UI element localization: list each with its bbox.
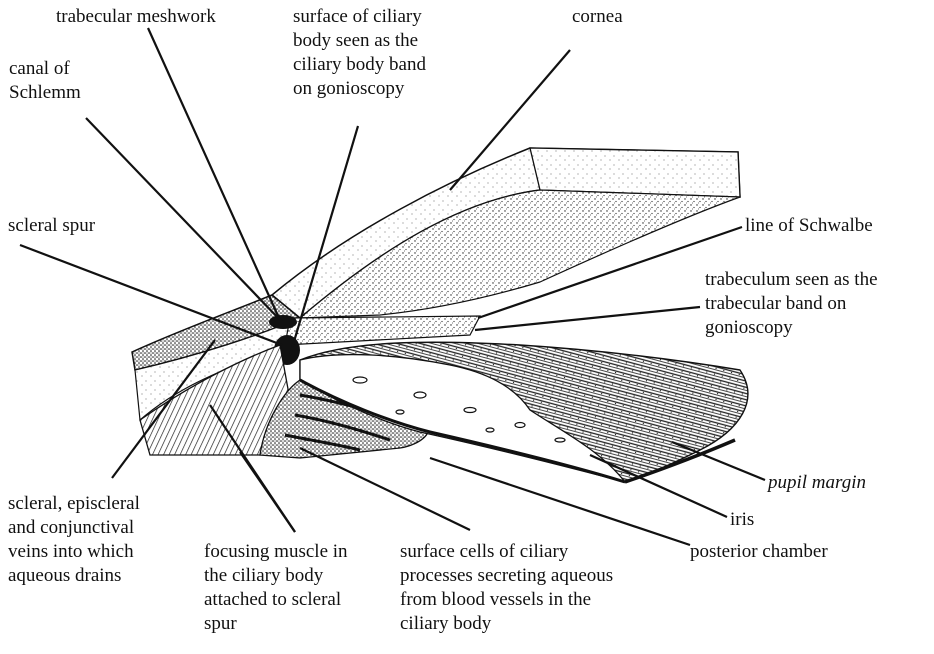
label-cornea: cornea — [572, 5, 623, 29]
label-trabeculum: trabeculum seen as the trabecular band o… — [705, 268, 878, 340]
label-ciliary-body-surface: surface of ciliary body seen as the cili… — [293, 5, 426, 101]
leader-scleral-spur — [20, 245, 282, 345]
leader-trabeculum — [475, 307, 700, 330]
cornea-endface — [530, 148, 740, 197]
canal-of-schlemm — [269, 315, 297, 329]
label-iris: iris — [730, 508, 754, 532]
label-posterior-chamber: posterior chamber — [690, 540, 828, 564]
label-pupil-margin: pupil margin — [768, 471, 866, 495]
leader-focusing-muscle-2 — [240, 452, 295, 532]
label-line-of-schwalbe: line of Schwalbe — [745, 214, 873, 238]
label-ciliary-processes: surface cells of ciliary processes secre… — [400, 540, 613, 636]
label-trabecular-meshwork: trabecular meshwork — [56, 5, 216, 29]
leader-canal-of-schlemm — [86, 118, 282, 322]
label-focusing-muscle: focusing muscle in the ciliary body atta… — [204, 540, 348, 636]
leader-ciliary-processes — [300, 448, 470, 530]
leader-trabecular-meshwork — [148, 28, 279, 318]
trabecular-band — [285, 316, 480, 345]
label-scleral-spur: scleral spur — [8, 214, 95, 238]
label-scleral-veins: scleral, episcleral and conjunctival vei… — [8, 492, 140, 588]
label-canal-of-schlemm: canal of Schlemm — [9, 57, 81, 105]
